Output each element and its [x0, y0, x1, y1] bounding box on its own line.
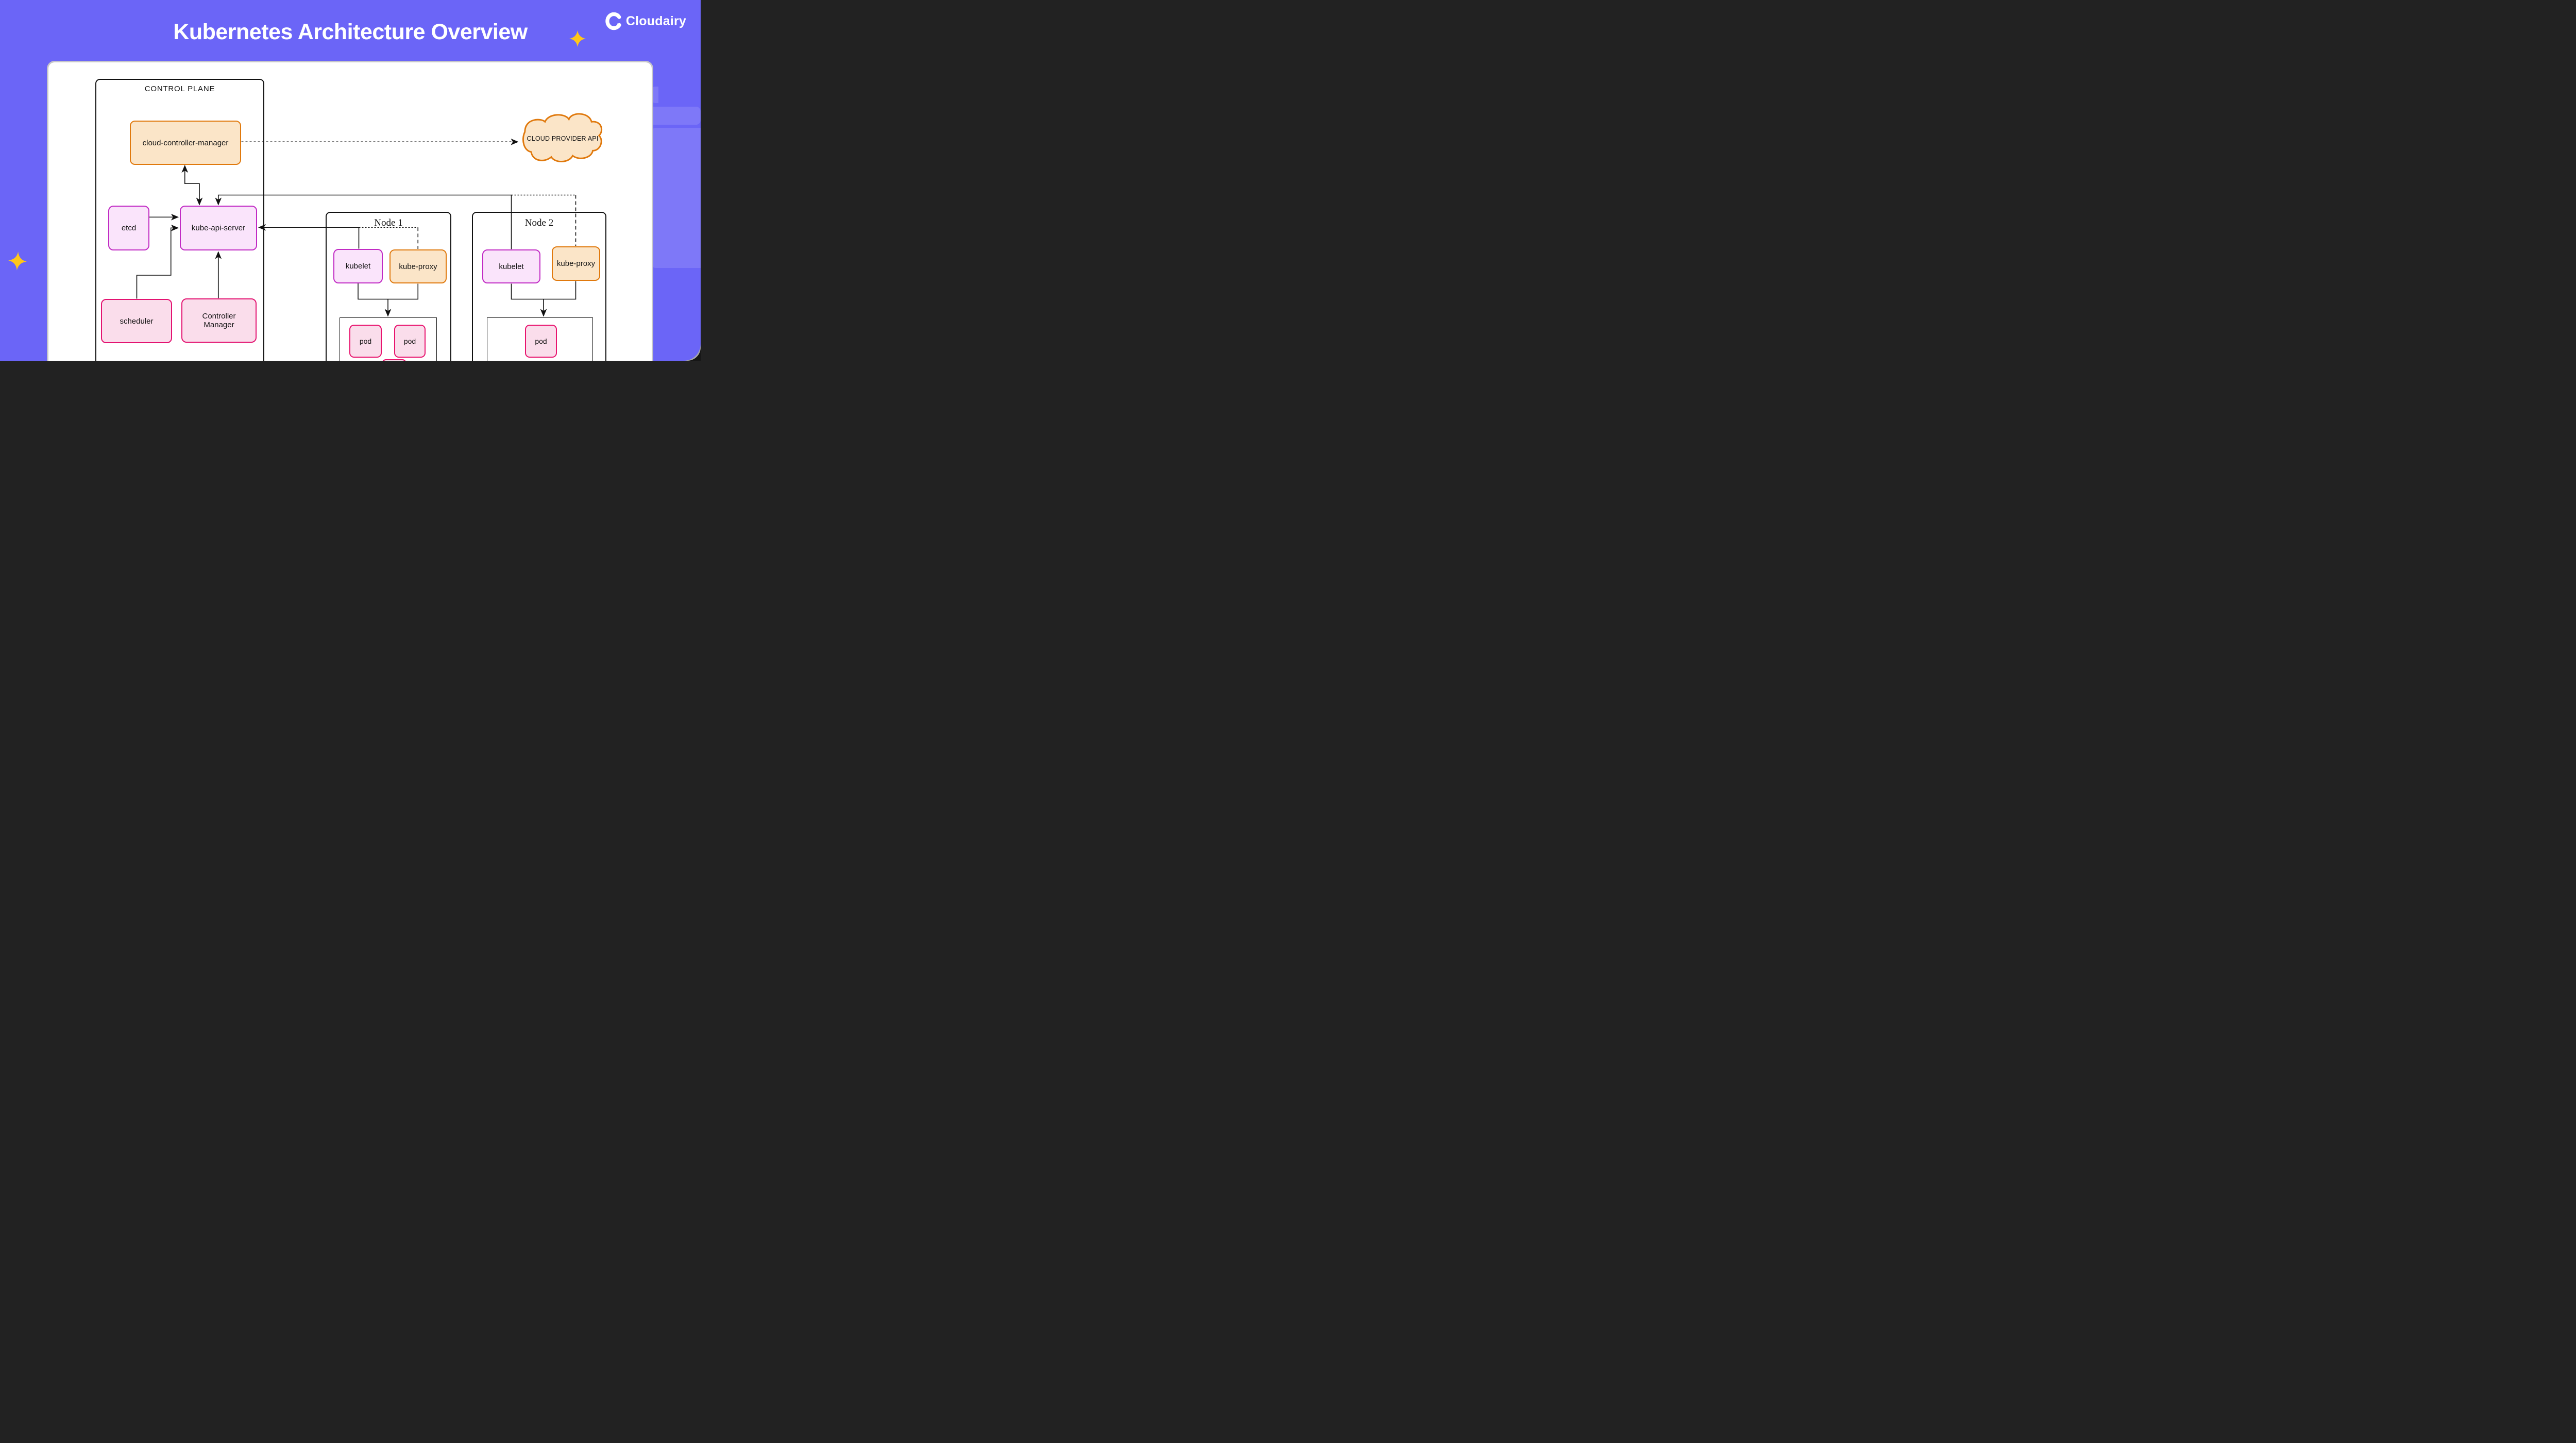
page-title: Kubernetes Architecture Overview	[173, 20, 528, 44]
kube-api-server-node[interactable]: kube-api-server	[180, 206, 257, 250]
etcd-label: etcd	[121, 224, 137, 232]
etcd-node[interactable]: etcd	[108, 206, 149, 250]
node1-pod-partial[interactable]	[382, 359, 406, 361]
cloud-provider-shape[interactable]	[518, 107, 607, 170]
kube-proxy-label: kube-proxy	[556, 259, 596, 268]
side-panel-strip-top	[651, 107, 701, 125]
side-panel-tab	[651, 87, 658, 103]
cloudairy-logo-icon	[605, 12, 622, 30]
cloud-controller-manager-label: cloud-controller-manager	[142, 138, 229, 147]
pod-label: pod	[403, 337, 416, 345]
kubelet-label: kubelet	[345, 262, 371, 271]
node1-kubelet-node[interactable]: kubelet	[333, 249, 383, 283]
node1-pod-1[interactable]: pod	[349, 325, 382, 358]
node2-kube-proxy-node[interactable]: kube-proxy	[552, 246, 600, 281]
node2-pod-1[interactable]: pod	[525, 325, 557, 358]
kubelet-label: kubelet	[499, 262, 524, 271]
brand-logo: Cloudairy	[605, 12, 686, 30]
scheduler-node[interactable]: scheduler	[101, 299, 172, 343]
app-stage: Kubernetes Architecture Overview Cloudai…	[0, 0, 701, 361]
pod-label: pod	[535, 337, 547, 345]
node2-kubelet-node[interactable]: kubelet	[482, 249, 540, 283]
node1-pod-2[interactable]: pod	[394, 325, 426, 358]
control-plane-title: CONTROL PLANE	[144, 85, 215, 93]
brand-name: Cloudairy	[625, 14, 686, 28]
scheduler-label: scheduler	[120, 316, 154, 326]
sparkle-icon	[569, 30, 586, 47]
pod-label: pod	[359, 337, 372, 345]
node1-title: Node 1	[374, 217, 403, 228]
node2-title: Node 2	[524, 217, 554, 228]
kube-proxy-label: kube-proxy	[399, 262, 437, 271]
cloud-provider-api-label: CLOUD PROVIDER API	[527, 135, 599, 142]
node1-kube-proxy-node[interactable]: kube-proxy	[389, 249, 447, 283]
sparkle-icon	[8, 251, 27, 271]
cloud-controller-manager-node[interactable]: cloud-controller-manager	[130, 121, 241, 165]
controller-manager-node[interactable]: Controller Manager	[181, 298, 257, 343]
side-panel-strip-bottom	[651, 128, 701, 268]
kube-api-server-label: kube-api-server	[191, 224, 246, 232]
controller-manager-label: Controller Manager	[202, 312, 236, 329]
